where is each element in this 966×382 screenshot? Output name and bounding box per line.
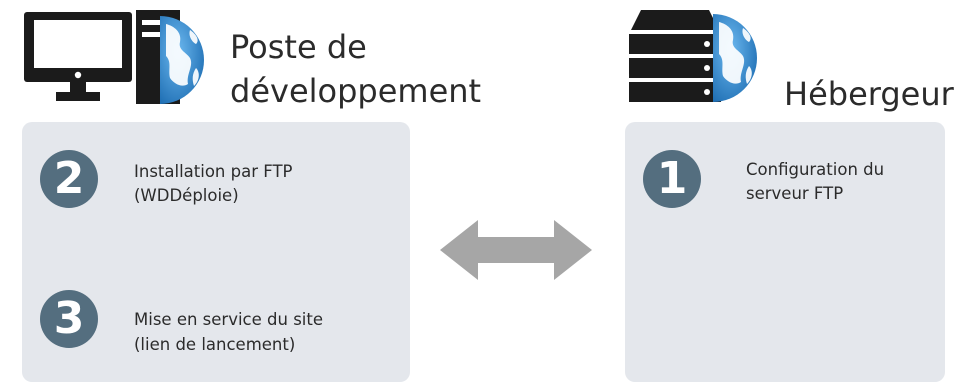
globe-icon	[713, 14, 757, 102]
step-1-line1: Configuration du	[746, 160, 885, 179]
host-title: Hébergeur	[784, 75, 954, 113]
step-3-line2: (lien de lancement)	[134, 335, 296, 354]
step-2-line2: (WDDéploie)	[134, 186, 239, 205]
dev-workstation-title-line2: développement	[230, 72, 482, 110]
step-3-badge: 3	[40, 290, 98, 348]
computer-monitor-icon	[24, 12, 132, 101]
step-2-line1: Installation par FTP	[134, 162, 293, 181]
step-3-line1: Mise en service du site	[134, 310, 323, 329]
step-2-badge: 2	[40, 150, 98, 208]
step-1-line2: serveur FTP	[746, 184, 844, 203]
computer-icon-group	[22, 8, 217, 108]
dev-workstation-title-line1: Poste de	[230, 28, 367, 66]
server-icon	[629, 10, 721, 102]
step-1-badge: 1	[643, 150, 701, 208]
server-icon-group	[625, 8, 770, 108]
double-arrow-icon	[440, 220, 592, 280]
globe-icon	[160, 16, 204, 104]
